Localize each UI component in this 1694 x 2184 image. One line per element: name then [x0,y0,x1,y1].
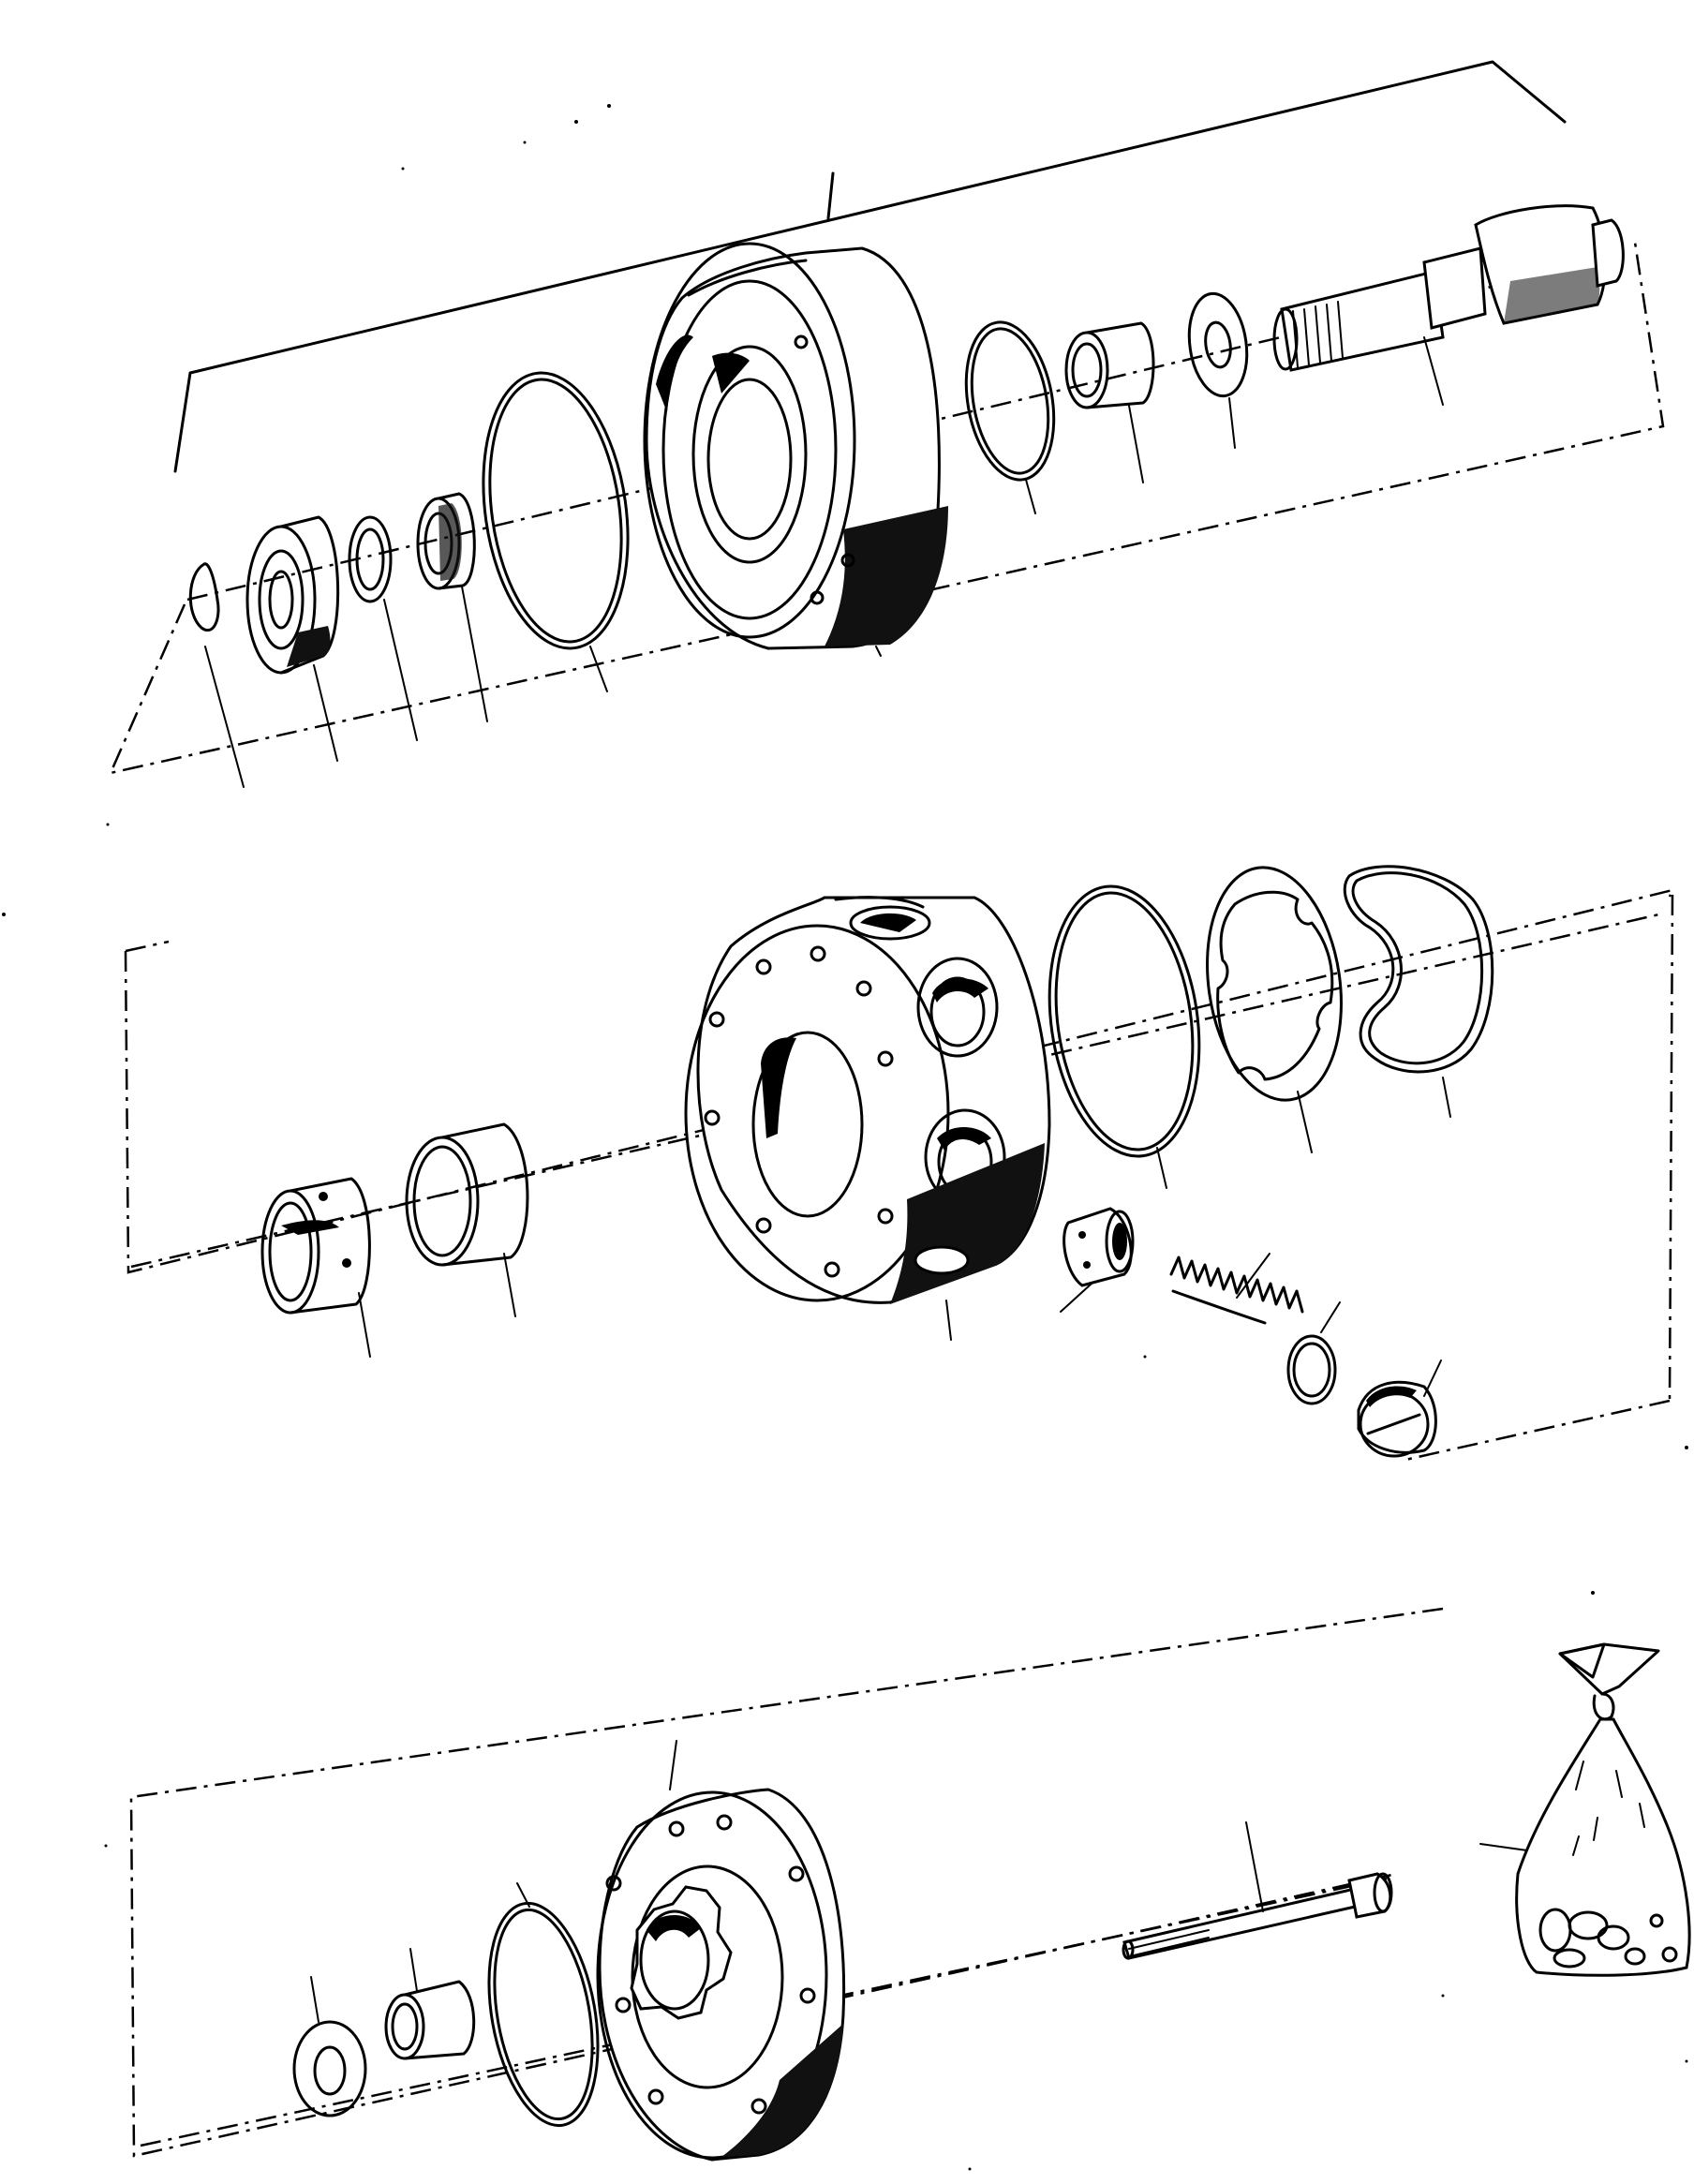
thrust-washer-2 [292,1976,367,2117]
o-ring-a [1048,884,1201,1189]
splined-shaft [1272,204,1625,406]
o-ring-3 [487,1882,600,2128]
group-2-axis [130,912,1664,1269]
shim-ring [348,515,418,741]
spring [1169,1253,1304,1325]
lobed-plate [1206,866,1343,1153]
front-housing [643,242,948,657]
group-valve-housing [124,865,1675,1462]
group-end-cover [129,1607,1691,2162]
washer [1286,1301,1341,1405]
valve-sleeve [1060,1207,1135,1313]
parts-bag [1479,1642,1691,1977]
circlip [188,562,245,788]
o-ring-small [964,320,1056,514]
shaft-seal [416,492,488,722]
group-1-leader-top [826,171,835,220]
needle-bearing-1 [1064,321,1155,483]
group-1-frame [108,235,1665,775]
group-1-bracket [173,60,1567,473]
group-shaft-housing [108,60,1665,788]
bushing-1 [260,1177,371,1358]
plug [1357,1359,1442,1458]
cap-screw [1122,1821,1393,1960]
thrust-washer-1 [1187,291,1249,449]
ball-bearing [245,515,340,762]
valve-housing [684,896,1051,1341]
end-cover [596,1740,846,2162]
o-ring-large [482,371,630,692]
scan-specks [2,104,1688,2171]
bushing-2 [405,1122,529,1317]
kidney-seal [1343,865,1494,1118]
needle-bearing-2 [384,1948,476,2060]
